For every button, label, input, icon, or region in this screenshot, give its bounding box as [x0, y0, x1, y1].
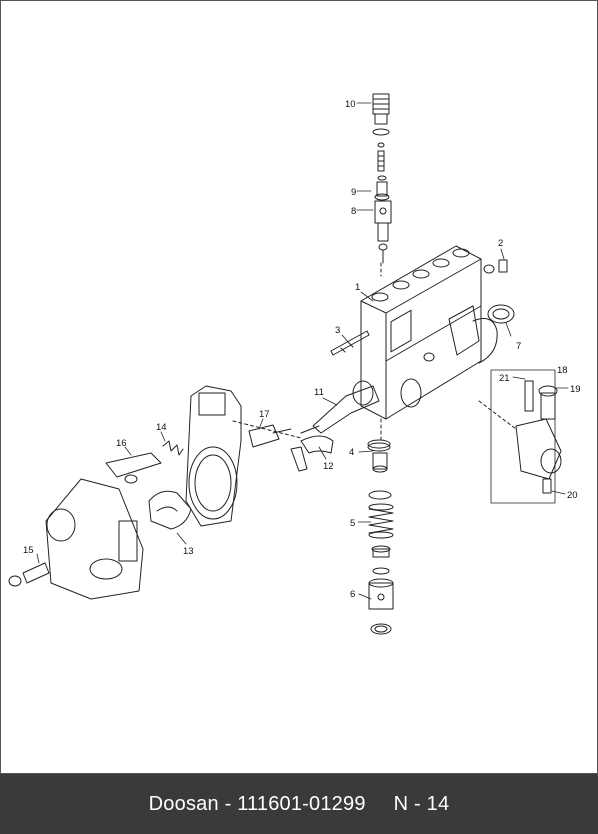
link-lever [249, 425, 291, 447]
exploded-parts-diagram: 10 9 8 2 1 3 7 11 4 12 5 6 13 14 16 17 1… [1, 1, 581, 773]
brand-name: Doosan [148, 792, 219, 815]
coupling-flange [291, 436, 333, 471]
governor-housing [186, 386, 301, 526]
adjusting-screw [9, 563, 49, 586]
callout-17: 17 [259, 409, 270, 420]
callout-12: 12 [323, 461, 334, 472]
callout-20: 20 [567, 490, 578, 501]
delivery-valve-stack [368, 94, 393, 634]
callout-15: 15 [23, 545, 34, 556]
callout-11: 11 [314, 387, 324, 398]
governor-lever [106, 453, 161, 483]
camshaft [301, 381, 379, 433]
callout-4: 4 [349, 447, 354, 458]
callout-14: 14 [156, 422, 167, 433]
callout-labels: 10 9 8 2 1 3 7 11 4 12 5 6 13 14 16 17 1… [23, 99, 581, 600]
callout-16: 16 [116, 438, 127, 449]
callout-10: 10 [345, 99, 356, 110]
governor-cover [46, 479, 143, 599]
part-number: 111601-01299 [237, 792, 366, 815]
callout-6: 6 [350, 589, 355, 600]
control-rack [331, 331, 369, 355]
callout-3: 3 [335, 325, 340, 336]
footer-bar: Doosan - 111601-01299 N - 14 [0, 774, 598, 834]
oil-seal [488, 305, 514, 323]
callout-2: 2 [498, 238, 503, 249]
footer-separator: - [224, 792, 232, 815]
diagram-frame: 10 9 8 2 1 3 7 11 4 12 5 6 13 14 16 17 1… [0, 0, 598, 774]
page-reference: N - 14 [393, 792, 450, 815]
leader-lines [36, 102, 569, 600]
pump-housing [360, 246, 497, 419]
callout-21: 21 [499, 373, 510, 384]
feed-pump [479, 381, 561, 493]
callout-8: 8 [351, 206, 356, 217]
governor-spring [163, 441, 183, 455]
callout-19: 19 [570, 384, 581, 395]
plug-screw [484, 260, 507, 273]
flyweight [149, 491, 191, 529]
callout-13: 13 [183, 546, 194, 557]
callout-5: 5 [350, 518, 355, 529]
callout-1: 1 [355, 282, 360, 293]
callout-7: 7 [516, 341, 521, 352]
callout-9: 9 [351, 187, 356, 198]
callout-18: 18 [557, 365, 568, 376]
